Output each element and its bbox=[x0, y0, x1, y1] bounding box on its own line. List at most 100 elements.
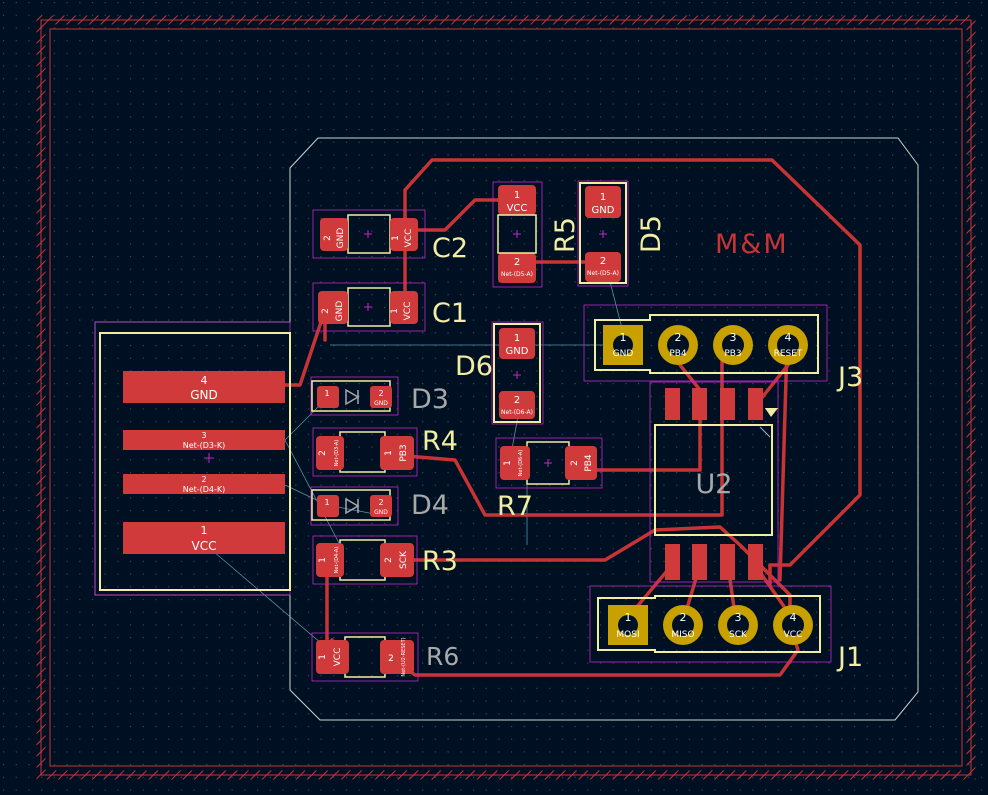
j1-pin-1-net: MOSI bbox=[616, 630, 639, 640]
ref-d6: D6 bbox=[455, 351, 493, 382]
r4-pad-2-num: 2 bbox=[318, 450, 328, 456]
d4-pad-1-num: 1 bbox=[324, 498, 329, 507]
capacitor-c1[interactable]: 2 GND 1 VCC bbox=[312, 282, 426, 332]
header-j1[interactable]: 1 MOSI 2 MISO 3 SCK 4 VCC bbox=[589, 585, 832, 663]
d3-courtyard bbox=[310, 376, 399, 416]
j1-pin-2[interactable]: 2 MISO bbox=[663, 605, 703, 645]
r6-courtyard bbox=[311, 632, 419, 682]
j1-pin-3[interactable]: 3 SCK bbox=[718, 605, 758, 645]
d3-pad-2-num: 2 bbox=[378, 389, 383, 398]
r3-pad-1-num: 1 bbox=[318, 557, 328, 563]
j2-pad-3-num: 3 bbox=[201, 431, 206, 440]
r5-pad-1-net: VCC bbox=[507, 203, 528, 214]
j2-pad-3[interactable]: 3 Net-(D3-K) bbox=[123, 430, 285, 450]
j3-pin-2-net: PB4 bbox=[669, 349, 687, 359]
c1-pad-2-num: 2 bbox=[321, 308, 331, 314]
r4-pad-2-net: Net-(D3-A) bbox=[334, 440, 340, 467]
d4-courtyard bbox=[310, 486, 399, 526]
j1-silkscreen bbox=[597, 595, 821, 653]
led-d3[interactable]: 1 2 GND bbox=[310, 376, 399, 416]
r4-pad-1-net: PB3 bbox=[399, 444, 409, 461]
d4-pad-2-num: 2 bbox=[378, 498, 383, 507]
j2-pad-3-net: Net-(D3-K) bbox=[183, 441, 226, 450]
r5-pad-2-net: Net-(D5-A) bbox=[501, 271, 533, 278]
d5-courtyard bbox=[577, 180, 629, 287]
j3-pin-3-num: 3 bbox=[730, 331, 737, 344]
c1-pad-1-num: 1 bbox=[390, 308, 400, 314]
c1-pad-1-net: VCC bbox=[403, 302, 413, 321]
j2-silkscreen bbox=[99, 332, 291, 591]
r7-pad-1-net: Net-(D6-A) bbox=[518, 450, 524, 477]
header-j3[interactable]: 1 GND 2 PB4 3 PB3 4 RESET bbox=[583, 304, 828, 382]
ref-d4: D4 bbox=[411, 490, 449, 521]
resistor-r7[interactable]: 1 Net-(D6-A) 2 PB4 bbox=[495, 437, 603, 489]
j3-pin-4[interactable]: 4 RESET bbox=[768, 325, 808, 365]
r4-pad-1-num: 1 bbox=[384, 450, 394, 456]
r4-courtyard bbox=[312, 427, 418, 477]
ref-r5: R5 bbox=[550, 217, 581, 253]
j3-courtyard bbox=[583, 304, 828, 382]
c2-pad-2-num: 2 bbox=[323, 235, 333, 241]
ref-d3: D3 bbox=[411, 384, 449, 415]
d5-pad-2-num: 2 bbox=[600, 256, 606, 267]
r3-pad-2-net: SCK bbox=[399, 550, 409, 569]
ic-u2[interactable]: U2 bbox=[649, 381, 779, 583]
resistor-r3[interactable]: 1 Net-(D4-A) 2 SCK bbox=[312, 535, 418, 585]
d5-pad-1-net: GND bbox=[592, 205, 615, 216]
led-d5[interactable]: 1 GND 2 Net-(D5-A) bbox=[577, 180, 629, 287]
j3-pin-1[interactable]: 1 GND bbox=[603, 325, 643, 365]
j2-pad-2[interactable]: 2 Net-(D4-K) bbox=[123, 474, 285, 494]
j2-pad-2-net: Net-(D4-K) bbox=[183, 485, 226, 494]
j3-pin-4-num: 4 bbox=[785, 331, 792, 344]
diode-symbol-d4 bbox=[345, 497, 360, 515]
c2-courtyard bbox=[312, 209, 426, 259]
r5-silkscreen bbox=[497, 214, 537, 254]
ref-j1: J1 bbox=[836, 642, 863, 673]
j3-pin-3[interactable]: 3 PB3 bbox=[713, 325, 753, 365]
connector-j2[interactable]: 4 GND 3 Net-(D3-K) 2 Net-(D4-K) 1 VCC bbox=[94, 321, 291, 596]
r6-pad-1-num: 1 bbox=[318, 654, 328, 660]
ref-c1: C1 bbox=[432, 298, 468, 329]
u2-courtyard bbox=[649, 381, 779, 583]
led-d6[interactable]: 1 GND 2 Net-(D6-A) bbox=[491, 321, 544, 425]
j2-pad-1-num: 1 bbox=[201, 524, 208, 537]
j3-pin-2[interactable]: 2 PB4 bbox=[658, 325, 698, 365]
j2-pad-4[interactable]: 4 GND bbox=[123, 371, 285, 403]
led-d4[interactable]: 1 2 GND bbox=[310, 486, 399, 526]
j1-pin-1-num: 1 bbox=[625, 611, 632, 624]
keepout-border bbox=[36, 15, 976, 780]
d6-silkscreen bbox=[493, 323, 541, 423]
resistor-r5[interactable]: 1 VCC 2 Net-(D5-A) bbox=[492, 181, 543, 288]
j1-pin-4-num: 4 bbox=[790, 611, 797, 624]
j1-pin-1[interactable]: 1 MOSI bbox=[608, 605, 648, 645]
d3-pad-2-net: GND bbox=[374, 400, 388, 407]
j3-pin-4-net: RESET bbox=[774, 349, 803, 359]
j1-pin-4[interactable]: 4 VCC bbox=[773, 605, 813, 645]
r6-pad-2-net: Net-(U2-RESET) bbox=[401, 637, 407, 676]
ref-r3: R3 bbox=[422, 546, 458, 577]
ref-u2: U2 bbox=[696, 469, 733, 500]
d6-courtyard bbox=[491, 321, 544, 425]
j1-courtyard bbox=[589, 585, 832, 663]
j3-pin-1-net: GND bbox=[613, 349, 634, 359]
u2-pin1-marker bbox=[765, 408, 778, 417]
j2-pad-1[interactable]: 1 VCC bbox=[123, 522, 285, 554]
r3-courtyard bbox=[312, 535, 418, 585]
r5-pad-2-num: 2 bbox=[514, 257, 520, 268]
d6-pad-1-net: GND bbox=[506, 346, 529, 357]
r7-pad-2-net: PB4 bbox=[584, 454, 594, 472]
resistor-r4[interactable]: 2 Net-(D3-A) 1 PB3 bbox=[312, 427, 418, 477]
capacitor-c2[interactable]: 2 GND 1 VCC bbox=[312, 209, 426, 259]
resistor-r6[interactable]: 1 VCC 2 Net-(U2-RESET) bbox=[311, 632, 419, 682]
d5-pad-1-num: 1 bbox=[600, 192, 606, 203]
c2-pad-2-net: GND bbox=[336, 228, 346, 249]
j1-pin-4-net: VCC bbox=[784, 630, 803, 640]
d5-silkscreen bbox=[579, 182, 627, 284]
j2-origin-marker bbox=[204, 453, 214, 463]
j3-pin-2-num: 2 bbox=[675, 331, 682, 344]
j1-pin-3-net: SCK bbox=[729, 630, 748, 640]
ref-c2: C2 bbox=[432, 233, 468, 264]
r6-pad-1-net: VCC bbox=[333, 648, 343, 667]
r7-pad-2-num: 2 bbox=[570, 460, 580, 466]
